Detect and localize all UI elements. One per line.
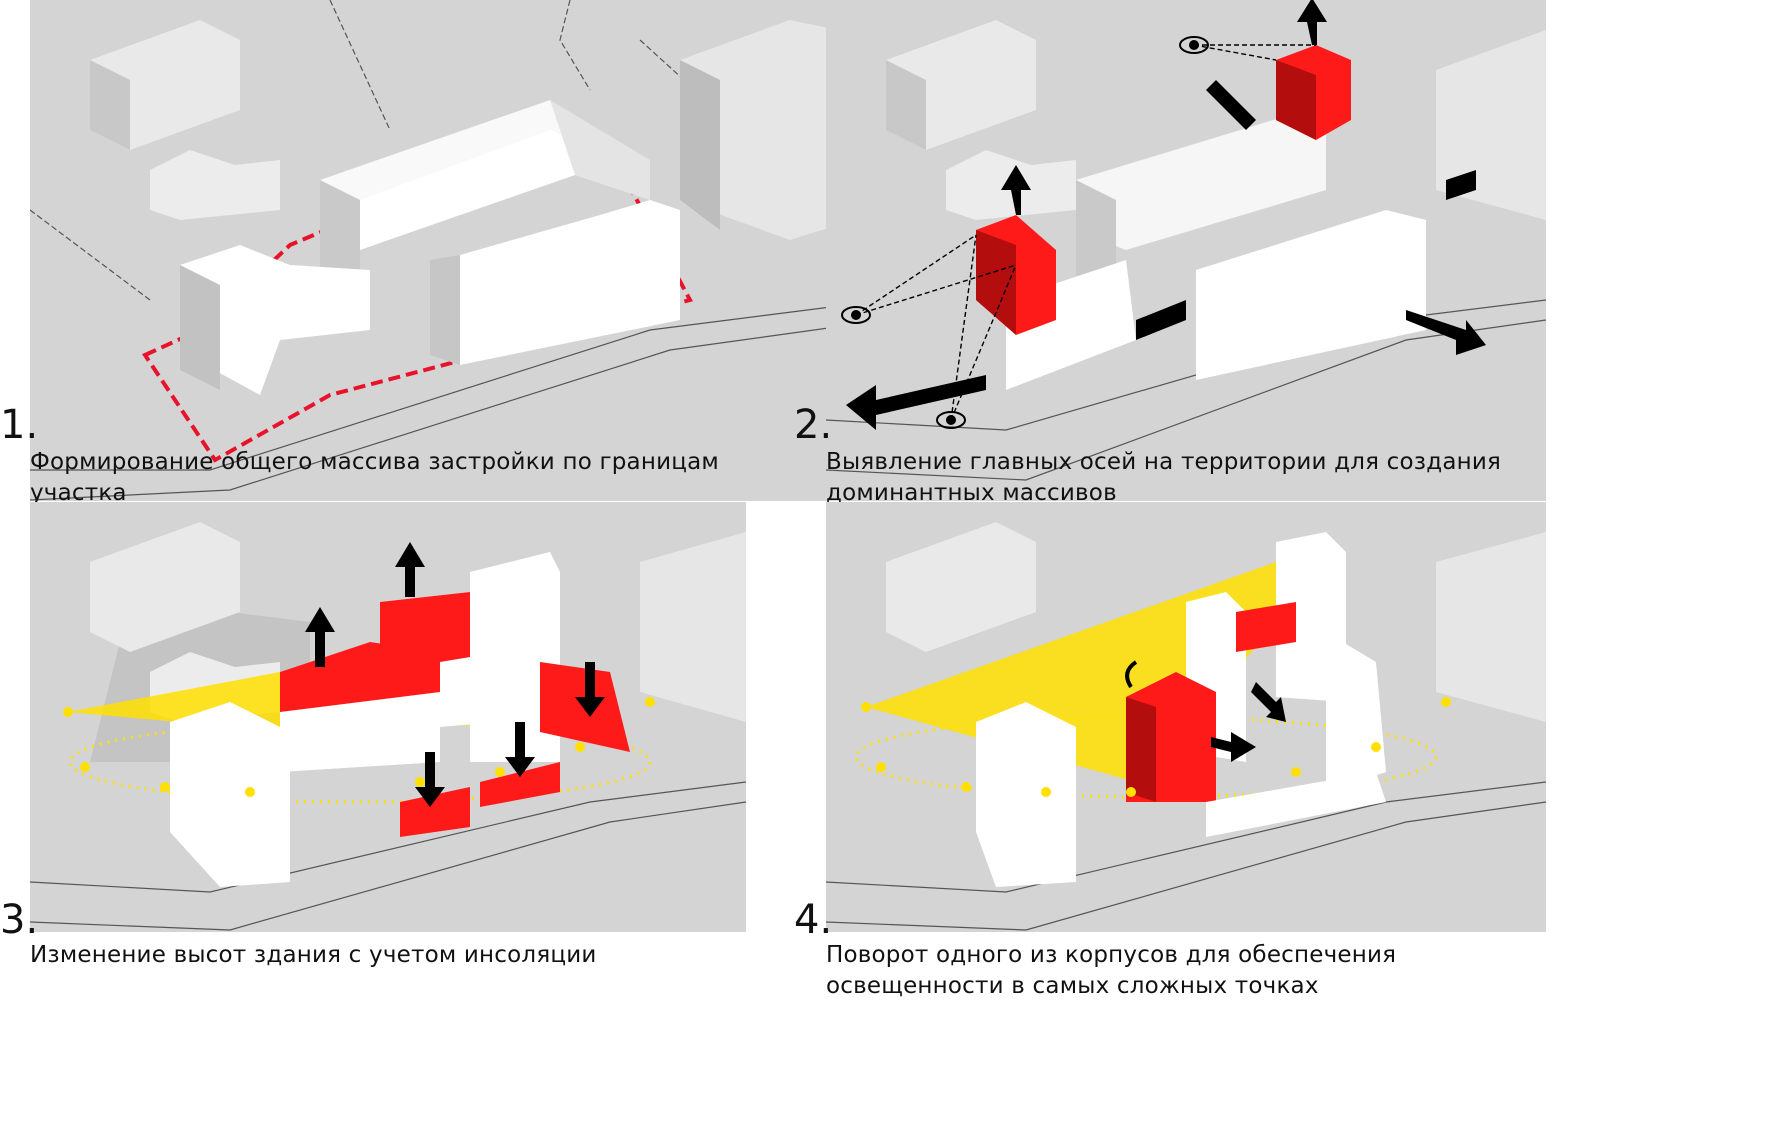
massing-diagram-4: [826, 502, 1546, 932]
panel-caption-1: Формирование общего массива застройки по…: [30, 449, 719, 506]
panel-caption-2: Выявление главных осей на территории для…: [826, 449, 1502, 506]
panel-number-1: 1.: [0, 402, 39, 448]
panel-caption-4: Поворот одного из корпусов для обеспечен…: [826, 942, 1397, 999]
massing-diagram-3: [30, 502, 746, 932]
diagram-panel-2: [826, 0, 1546, 501]
diagram-panel-3: [30, 502, 746, 932]
diagram-panel-1: [30, 0, 886, 501]
panel-number-2: 2.: [794, 402, 833, 448]
massing-diagram-1: [30, 0, 886, 501]
panel-number-4: 4.: [794, 897, 833, 943]
panel-number-3: 3.: [0, 897, 39, 943]
diagram-panel-4: [826, 502, 1546, 932]
massing-diagram-2: [826, 0, 1546, 501]
panel-caption-3: Изменение высот здания с учетом инсоляци…: [30, 942, 597, 968]
